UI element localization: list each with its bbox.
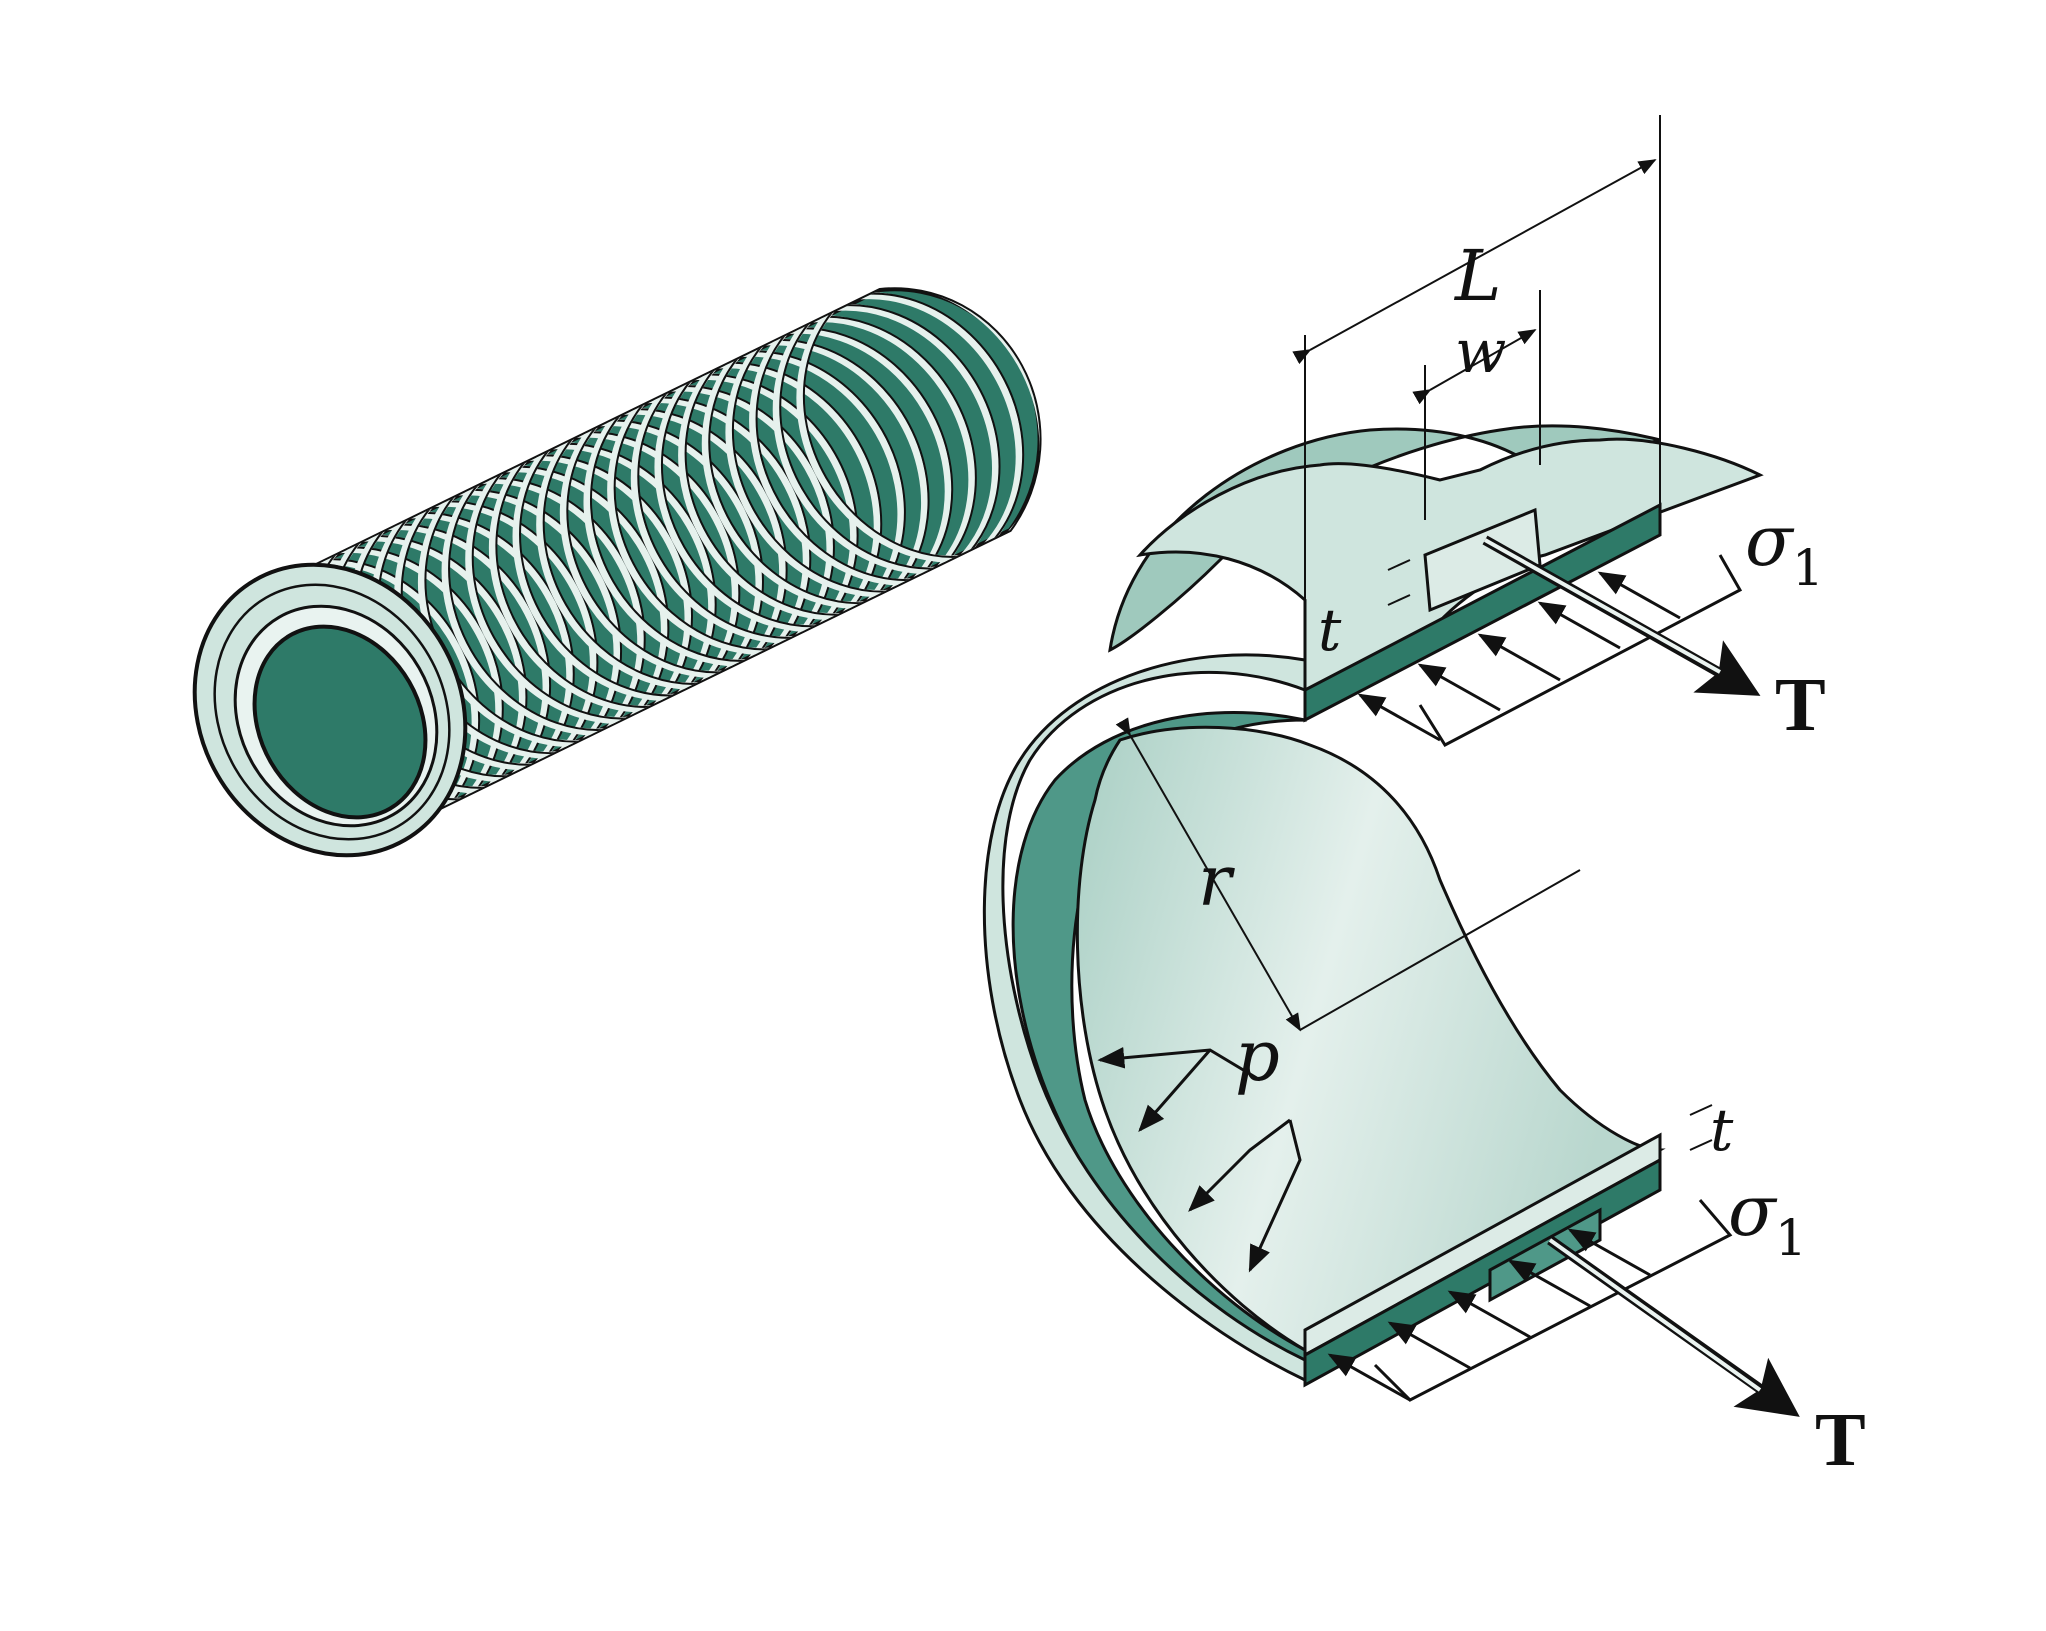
pressure-arrows	[1097, 1047, 1302, 1273]
half-pipe-section	[982, 115, 1800, 1417]
label-p: p	[1235, 1015, 1280, 1097]
stress-block-bottom	[1327, 1199, 1733, 1402]
label-t-top: t	[1318, 596, 1342, 664]
label-w: w	[1455, 317, 1506, 387]
stress-block-top	[1357, 554, 1743, 747]
label-sigma-top-sub: 1	[1792, 539, 1824, 597]
label-t-bottom: t	[1710, 1096, 1734, 1164]
label-sigma-top: σ	[1745, 500, 1795, 582]
wound-cylinder	[192, 287, 1042, 858]
label-L: L	[1453, 235, 1501, 317]
label-r: r	[1198, 840, 1235, 922]
label-sigma-bottom: σ	[1728, 1170, 1778, 1252]
label-T-bottom: T	[1815, 1398, 1866, 1482]
label-T-top: T	[1775, 663, 1826, 747]
label-sigma-bottom-sub: 1	[1775, 1209, 1807, 1267]
